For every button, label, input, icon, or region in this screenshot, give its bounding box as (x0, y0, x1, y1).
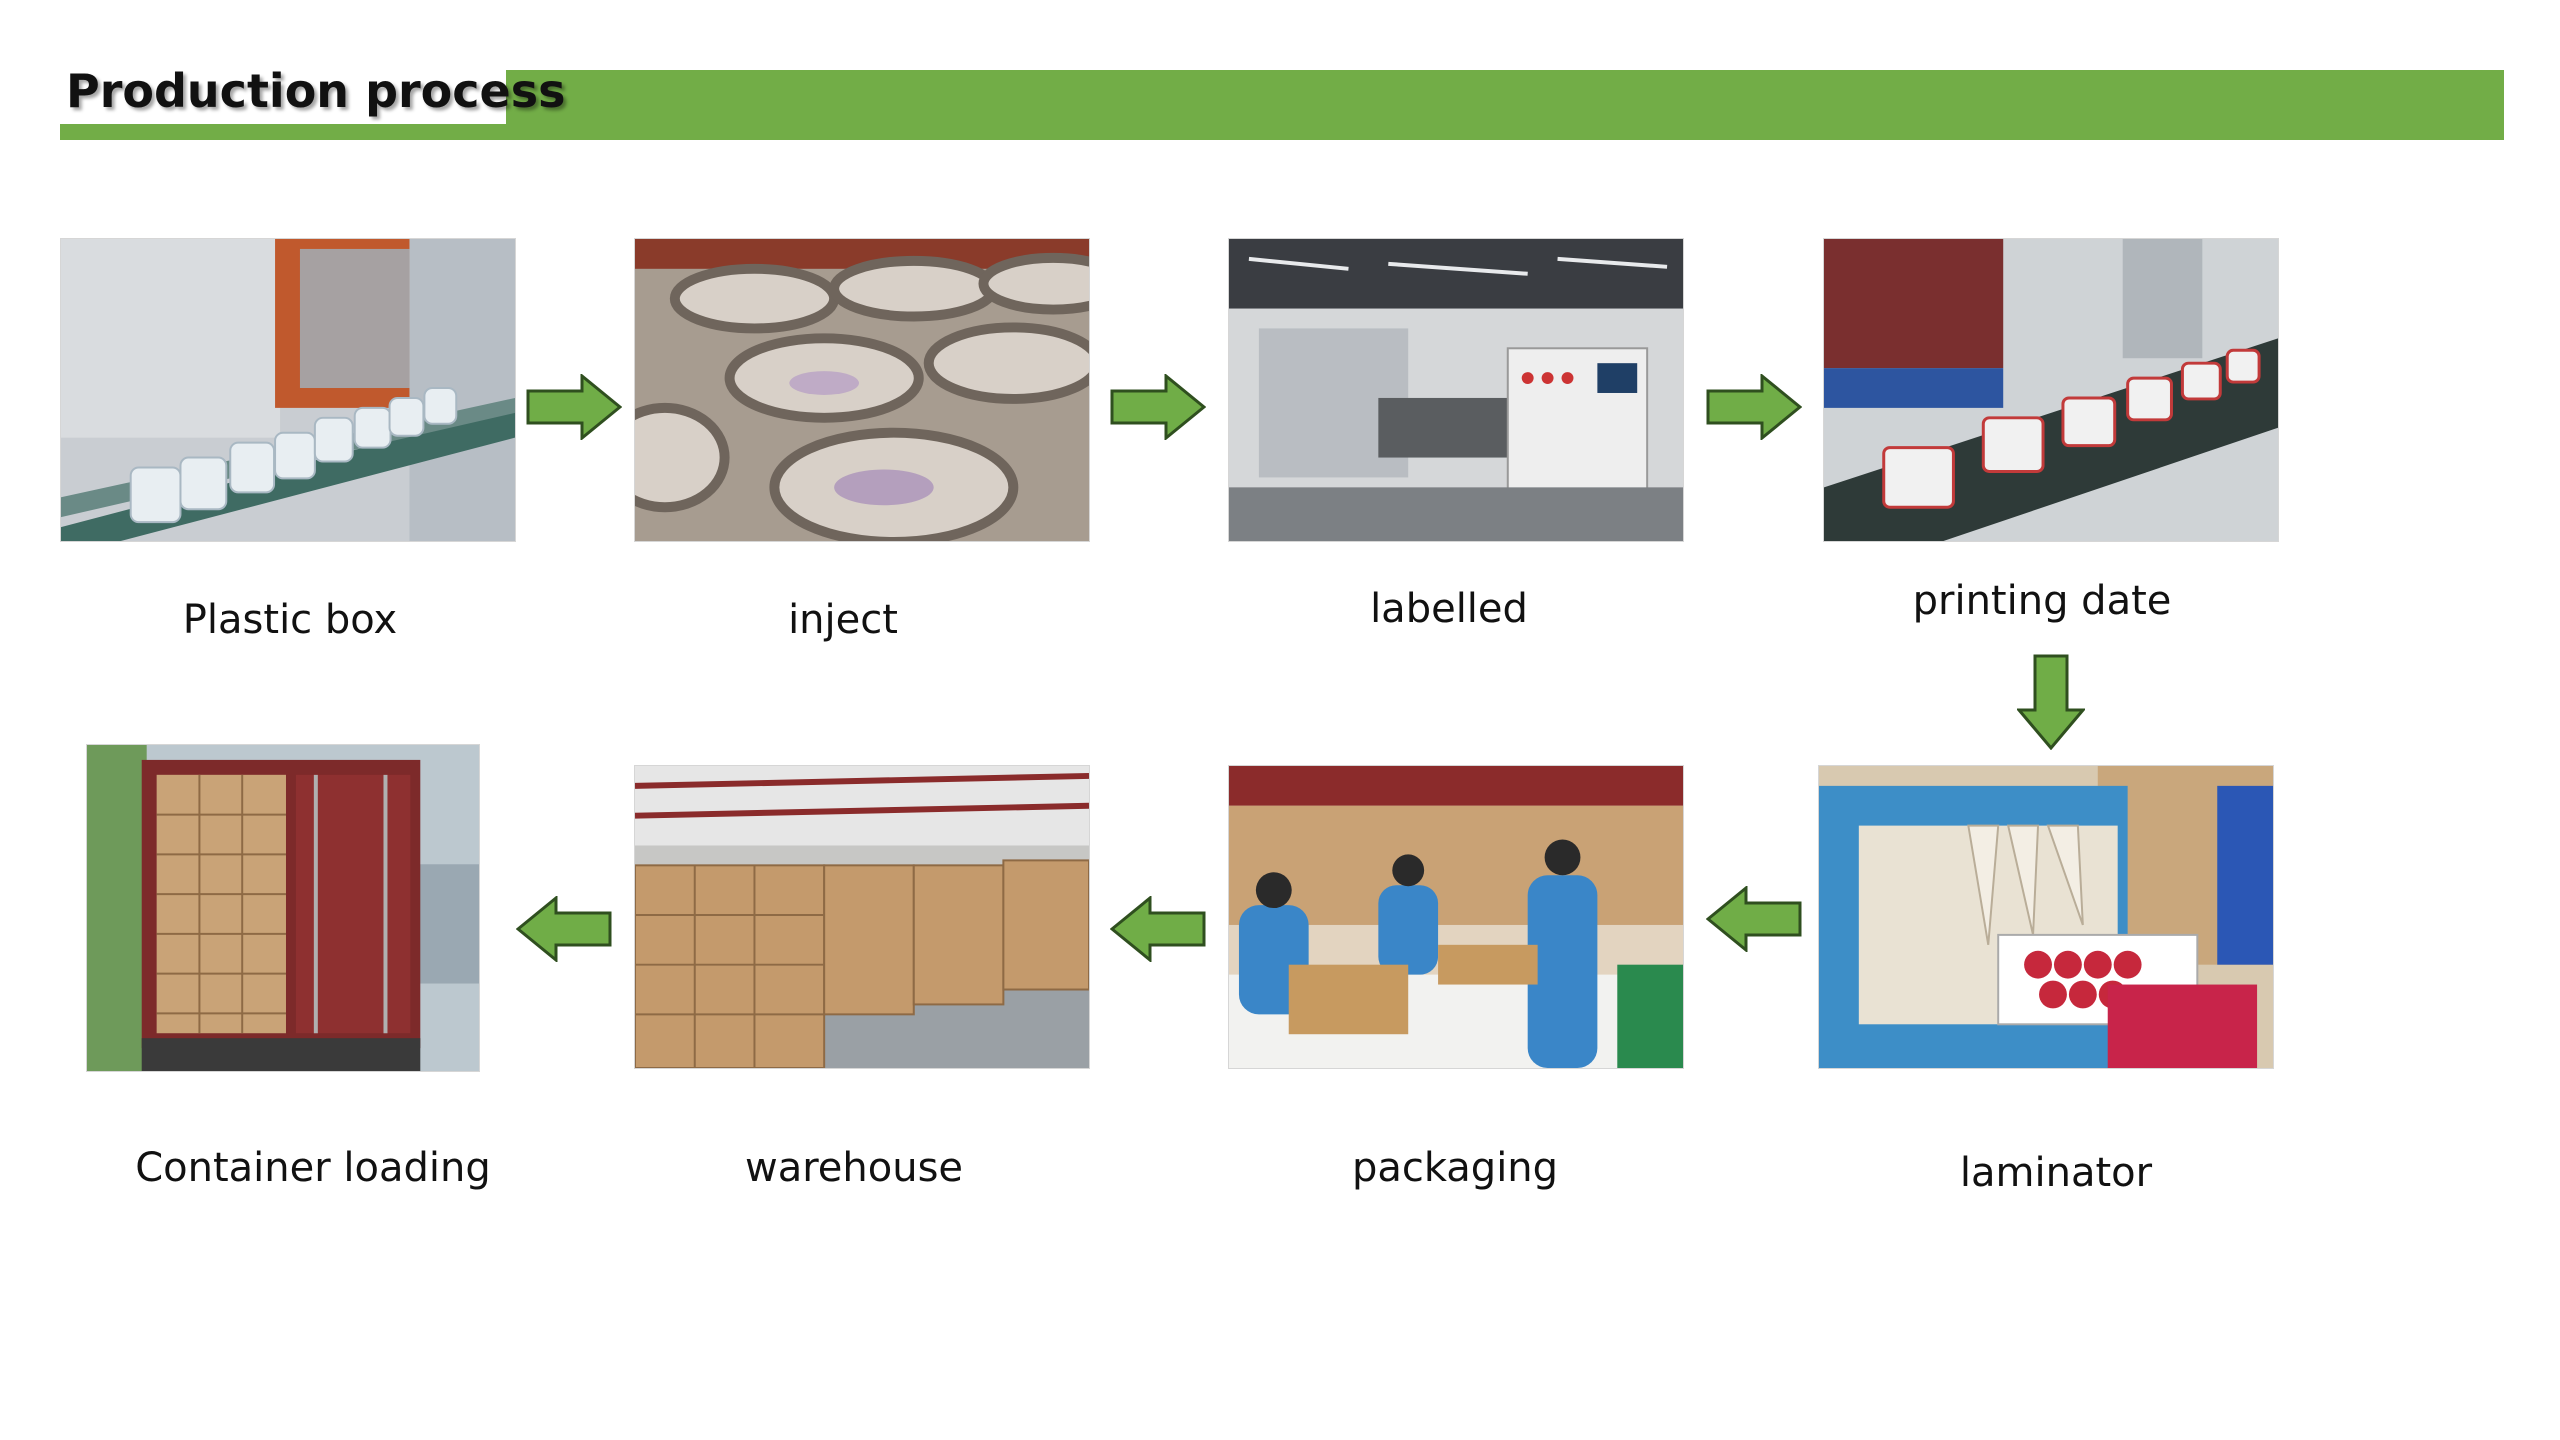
page-title: Production process (66, 64, 566, 118)
step-label-packaging: packaging (1351, 1145, 1559, 1191)
step-label-plastic-box: Plastic box (182, 597, 398, 643)
step-label-printing-date: printing date (1912, 578, 2172, 624)
title-box (60, 58, 506, 124)
photo-container-loading (86, 744, 480, 1072)
arrow-right-icon (1706, 374, 1802, 440)
photo-labelled (1228, 238, 1684, 542)
photo-plastic-box (60, 238, 516, 542)
arrow-right-icon (1110, 374, 1206, 440)
photo-packaging (1228, 765, 1684, 1069)
photo-laminator (1818, 765, 2274, 1069)
arrow-left-icon (1706, 886, 1802, 952)
photo-warehouse (634, 765, 1090, 1069)
step-label-labelled: labelled (1370, 586, 1528, 632)
step-label-container-loading: Container loading (135, 1145, 491, 1191)
arrow-left-icon (516, 896, 612, 962)
arrow-down-icon (2017, 654, 2085, 750)
step-label-inject: inject (788, 597, 898, 643)
arrow-right-icon (526, 374, 622, 440)
photo-inject (634, 238, 1090, 542)
arrow-left-icon (1110, 896, 1206, 962)
step-label-warehouse: warehouse (744, 1145, 964, 1191)
photo-printing-date (1823, 238, 2279, 542)
step-label-laminator: laminator (1959, 1150, 2153, 1196)
